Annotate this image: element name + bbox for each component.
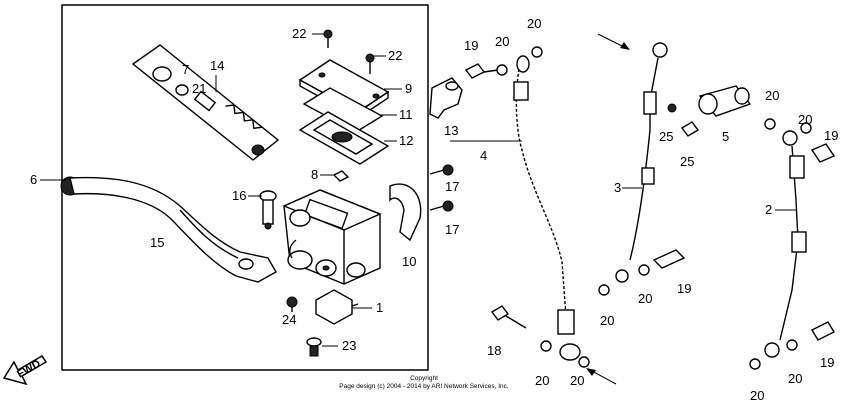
callout-c20b: 20 xyxy=(527,16,541,31)
callout-c20c: 20 xyxy=(535,373,549,388)
brake-hose-3 xyxy=(615,42,668,283)
joint-bolts xyxy=(598,103,700,296)
callout-c15: 15 xyxy=(150,235,164,250)
diaphragm xyxy=(298,111,390,165)
callout-c24: 24 xyxy=(282,312,296,327)
callout-c5: 5 xyxy=(722,129,729,144)
callout-c13: 13 xyxy=(444,123,458,138)
callout-c6: 6 xyxy=(30,172,37,187)
callout-c19d: 19 xyxy=(820,355,834,370)
callout-c19b: 19 xyxy=(677,281,691,296)
callout-c19a: 19 xyxy=(464,38,478,53)
callout-c12: 12 xyxy=(399,133,413,148)
three-way-joint xyxy=(698,85,776,130)
union-fitting xyxy=(429,77,463,119)
callout-c25b: 25 xyxy=(680,154,694,169)
callout-c18: 18 xyxy=(487,343,501,358)
callout-c8: 8 xyxy=(311,167,318,182)
callout-c19c: 19 xyxy=(824,128,838,143)
stop-switch xyxy=(315,289,359,325)
callout-c20g: 20 xyxy=(765,88,779,103)
callout-c20a: 20 xyxy=(495,34,509,49)
copyright-line1: Copyright xyxy=(410,375,438,382)
master-cylinder-body xyxy=(282,189,382,285)
direction-arrows xyxy=(586,33,630,385)
fwd-label: FWD xyxy=(15,358,43,381)
piston-kit xyxy=(131,44,280,161)
banjo-bolt-upper-left xyxy=(464,46,543,79)
callout-c20d: 20 xyxy=(570,373,584,388)
copyright-line2: Page design (c) 2004 - 2014 by ARI Netwo… xyxy=(339,383,509,390)
holder-bolts xyxy=(429,164,454,212)
pivot-bolt xyxy=(259,190,277,230)
holder-clamp xyxy=(389,183,422,242)
brake-hose-2 xyxy=(749,122,836,370)
callout-c7: 7 xyxy=(182,62,189,77)
callout-c2: 2 xyxy=(765,202,772,217)
callout-c20h: 20 xyxy=(798,112,812,127)
callout-c17a: 17 xyxy=(445,179,459,194)
callout-c1: 1 xyxy=(376,300,383,315)
callout-c3: 3 xyxy=(614,180,621,195)
callout-c20i: 20 xyxy=(788,371,802,386)
callout-c25a: 25 xyxy=(659,129,673,144)
brake-hose-main xyxy=(513,55,581,361)
banjo-bolt-lower xyxy=(490,305,590,368)
callout-c10: 10 xyxy=(402,254,416,269)
cover-screws xyxy=(323,29,375,74)
brake-lever xyxy=(60,176,277,283)
callout-c9: 9 xyxy=(405,81,412,96)
callout-c11: 11 xyxy=(399,107,413,122)
callout-c23: 23 xyxy=(342,338,356,353)
callout-c14: 14 xyxy=(210,58,224,73)
fwd-indicator: FWD xyxy=(2,354,48,386)
callout-c21: 21 xyxy=(192,81,206,96)
callout-c20j: 20 xyxy=(750,388,764,403)
callout-c4: 4 xyxy=(480,148,487,163)
callout-c20f: 20 xyxy=(638,291,652,306)
clip xyxy=(332,170,350,182)
callout-c22b: 22 xyxy=(388,48,402,63)
callout-c16: 16 xyxy=(232,188,246,203)
callout-c20e: 20 xyxy=(600,313,614,328)
callout-c22a: 22 xyxy=(292,26,306,41)
callout-c17b: 17 xyxy=(445,222,459,237)
switch-screws xyxy=(286,296,322,357)
